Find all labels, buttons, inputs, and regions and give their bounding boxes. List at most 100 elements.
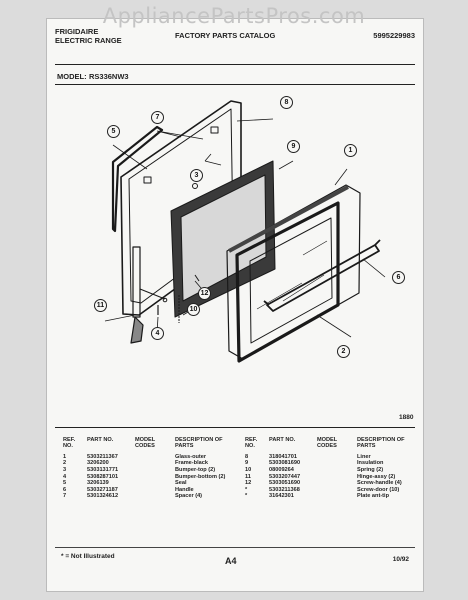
callout-5: 5: [107, 125, 120, 138]
ref-no: 10: [245, 467, 252, 473]
part-desc: Screw-door (10): [357, 486, 400, 493]
callout-7: 7: [151, 111, 164, 124]
table-row: 7 5301324612 Spacer (4): [63, 493, 237, 500]
bumper-top: [192, 183, 198, 189]
table-header-row: REF. NO. PART NO. MODEL CODES DESCRIPTIO…: [245, 437, 419, 454]
spacer-lower: [143, 176, 152, 184]
ref-no: *: [245, 486, 248, 493]
seal-gasket: [111, 125, 164, 233]
part-no: 5301324612: [87, 493, 119, 500]
header-rule-bottom: [55, 84, 415, 85]
product-name: ELECTRIC RANGE: [55, 36, 122, 45]
ref-no: 9: [245, 460, 249, 467]
table-row: 5 3206139 Seal: [63, 480, 237, 487]
table-header-row: REF. NO. PART NO. MODEL CODES DESCRIPTIO…: [63, 437, 237, 454]
part-desc: Insulation: [357, 460, 384, 467]
table-row: 12 5303051690 Screw-handle (4): [245, 480, 419, 487]
part-no: 3206139: [87, 480, 109, 487]
document-number: 5995229983: [373, 31, 415, 40]
hinge-assembly: [130, 246, 168, 344]
table-row: * 5303211368 Screw-door (10): [245, 487, 419, 494]
part-desc: Bumper-top (2): [175, 467, 216, 473]
parts-sheet: FRIGIDAIRE ELECTRIC RANGE FACTORY PARTS …: [46, 18, 424, 592]
ref-no: 2: [63, 460, 67, 467]
part-desc: Bumper-bottom (2): [175, 473, 226, 480]
table-row: * 31642301 Plate ant-tip: [245, 493, 419, 500]
ref-no: 3: [63, 467, 67, 473]
header-desc: DESCRIPTION OF PARTS: [357, 437, 405, 450]
print-date: 10/92: [392, 556, 409, 563]
part-desc: Spacer (4): [175, 493, 203, 500]
ref-no: 6: [63, 486, 67, 493]
callout-12: 12: [198, 287, 211, 300]
ref-no: 11: [245, 473, 251, 480]
ref-no: 1: [63, 453, 67, 460]
table-rule-top: [55, 427, 415, 428]
ref-no: 5: [63, 480, 67, 487]
header-ref: REF. NO.: [63, 437, 76, 450]
outer-glass-panel: [226, 184, 361, 360]
part-no: 5303131771: [87, 467, 119, 473]
part-no: 08009264: [269, 467, 294, 473]
table-row: 2 3206200 Frame-black: [63, 460, 237, 467]
part-no: 5303211367: [87, 453, 118, 460]
table-row: 6 5303271187 Handle: [63, 487, 237, 494]
part-no: 5303211368: [269, 486, 300, 493]
header-ref: REF. NO.: [245, 437, 258, 450]
callout-1: 1: [344, 144, 357, 157]
callout-10: 10: [187, 303, 200, 316]
part-no: 5303207447: [269, 473, 301, 480]
model-value: RS336NW3: [89, 72, 129, 81]
page-number: A4: [225, 556, 237, 566]
part-desc: Seal: [175, 480, 187, 487]
part-desc: Hinge-assy (2): [357, 473, 396, 480]
part-desc: Handle: [175, 486, 194, 493]
not-illustrated-note: * = Not Illustrated: [61, 553, 115, 560]
callout-2: 2: [337, 345, 350, 358]
part-no: 5303051690: [269, 480, 301, 487]
part-desc: Screw-handle (4): [357, 480, 402, 487]
callout-9: 9: [287, 140, 300, 153]
parts-table-left: REF. NO. PART NO. MODEL CODES DESCRIPTIO…: [63, 437, 237, 500]
ref-no: 7: [63, 493, 67, 500]
table-row: 11 5303207447 Hinge-assy (2): [245, 474, 419, 481]
handle-screw: [194, 274, 200, 282]
part-desc: Frame-black: [175, 460, 208, 467]
part-no: 31642301: [269, 493, 294, 500]
part-no: 318041701: [269, 453, 297, 460]
callout-8: 8: [280, 96, 293, 109]
table-row: 9 5303081690 Insulation: [245, 460, 419, 467]
model-label: MODEL:: [57, 72, 87, 81]
header-model: MODEL CODES: [317, 437, 338, 450]
ref-no: 4: [63, 473, 67, 480]
header-model: MODEL CODES: [135, 437, 156, 450]
table-rule-bottom: [55, 547, 415, 548]
table-row: 4 5308287101 Bumper-bottom (2): [63, 474, 237, 481]
part-desc: Plate ant-tip: [357, 493, 390, 500]
part-no: 3206200: [87, 460, 109, 467]
part-no: 5303081690: [269, 460, 301, 467]
part-desc: Spring (2): [357, 467, 384, 473]
spacer-upper: [210, 126, 219, 134]
parts-table-right: REF. NO. PART NO. MODEL CODES DESCRIPTIO…: [245, 437, 419, 500]
catalog-title: FACTORY PARTS CATALOG: [175, 31, 276, 40]
door-handle: [263, 239, 381, 312]
callout-3: 3: [190, 169, 203, 182]
table-row: 3 5303131771 Bumper-top (2): [63, 467, 237, 474]
part-no: 5303271187: [87, 486, 118, 493]
part-no: 5308287101: [87, 473, 119, 480]
header-part: PART NO.: [269, 437, 296, 443]
oven-door-exploded-diagram: [104, 100, 386, 363]
part-desc: Glass-outer: [175, 453, 207, 460]
ref-no: 12: [245, 480, 252, 487]
callout-6: 6: [392, 271, 405, 284]
callout-11: 11: [94, 299, 107, 312]
table-row: 10 08009264 Spring (2): [245, 467, 419, 474]
callout-4: 4: [151, 327, 164, 340]
table-row: 1 5303211367 Glass-outer: [63, 454, 237, 461]
ref-no: *: [245, 493, 248, 500]
brand-name: FRIGIDAIRE: [55, 27, 99, 36]
header-rule-top: [55, 64, 415, 65]
diagram-code: 1880: [399, 414, 414, 421]
